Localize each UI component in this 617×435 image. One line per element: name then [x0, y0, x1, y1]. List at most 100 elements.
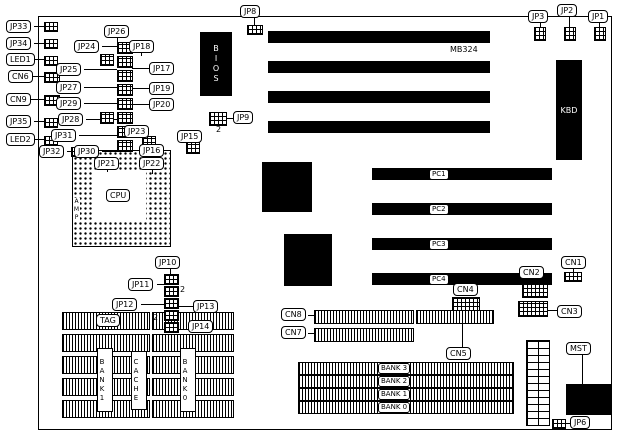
- jumper-block: [117, 56, 133, 68]
- leader-line: [34, 139, 44, 140]
- leader-line: [226, 118, 233, 119]
- leader-line: [67, 151, 71, 152]
- label-jp34: JP34: [6, 37, 32, 50]
- label-bank3: BANK 3: [378, 363, 411, 374]
- board-model: MB324: [450, 45, 478, 54]
- label-jp25: JP25: [56, 63, 82, 76]
- label-jp18: JP18: [129, 40, 155, 53]
- leader-line: [582, 355, 583, 384]
- label-cn5: CN5: [446, 347, 471, 360]
- jumper-jp12: [164, 298, 179, 309]
- label-cn7: CN7: [281, 326, 306, 339]
- jumper-jp13: [164, 310, 179, 321]
- leader-line: [546, 310, 557, 311]
- pin2-marker: 2: [216, 125, 222, 134]
- leader-line: [540, 23, 541, 27]
- jumper-jp1: [594, 27, 606, 41]
- jumper-jp34: [44, 39, 58, 49]
- pci-slot-pc2: [372, 203, 552, 215]
- label-jp21: JP21: [94, 157, 120, 170]
- label-jp13: JP13: [193, 300, 219, 313]
- label-cn1: CN1: [561, 256, 586, 269]
- leader-line: [308, 333, 314, 334]
- label-jp33: JP33: [6, 20, 32, 33]
- label-jp26: JP26: [104, 25, 130, 38]
- pin2-marker: 2: [153, 313, 159, 322]
- leader-line: [254, 18, 255, 25]
- jumper-block: [117, 84, 133, 96]
- pci-slot-pc1: [372, 168, 552, 180]
- leader-line: [462, 323, 463, 347]
- label-tag: TAG: [96, 314, 120, 327]
- label-jp32: JP32: [39, 145, 65, 158]
- label-jp16: JP16: [139, 144, 165, 157]
- connector-cn3: [518, 301, 548, 317]
- label-cache-bank1: BANK1: [97, 348, 113, 412]
- label-jp10: JP10: [155, 256, 181, 269]
- label-jp17: JP17: [149, 62, 175, 75]
- label-jp23: JP23: [124, 125, 150, 138]
- leader-line: [157, 284, 164, 285]
- label-jp15: JP15: [177, 130, 203, 143]
- label-cn9: CN9: [6, 93, 31, 106]
- leader-line: [599, 23, 600, 27]
- leader-line: [564, 423, 570, 424]
- label-jp28: JP28: [58, 113, 84, 126]
- label-jp29: JP29: [56, 97, 82, 110]
- leader-line: [84, 87, 117, 88]
- label-pc2: PC2: [429, 204, 449, 215]
- leader-line: [132, 88, 149, 89]
- jumper-jp6: [552, 419, 566, 429]
- label-jp9: JP9: [233, 111, 254, 124]
- bios-chip: BIOS: [200, 32, 232, 96]
- leader-line: [34, 59, 44, 60]
- label-led2: LED2: [6, 133, 35, 146]
- leader-line: [569, 17, 570, 27]
- label-jp11: JP11: [128, 278, 154, 291]
- leader-line: [117, 38, 118, 42]
- label-jp20: JP20: [149, 98, 175, 111]
- label-cn2: CN2: [519, 266, 544, 279]
- mst-chip: [566, 384, 611, 415]
- leader-line: [132, 68, 149, 69]
- connector-cn6: [44, 72, 60, 83]
- bios-chip-label: BIOS: [211, 44, 221, 84]
- label-pc1: PC1: [429, 169, 449, 180]
- leader-line: [308, 315, 314, 316]
- isa-slot-1: [268, 31, 490, 43]
- jumper-jp11: [164, 286, 179, 297]
- label-pc3: PC3: [429, 239, 449, 250]
- jumper-jp2: [564, 27, 576, 41]
- label-jp3: JP3: [528, 10, 549, 23]
- label-cache-bank0: BANK0: [180, 348, 196, 412]
- jumper-block: [117, 70, 133, 82]
- jumper-jp3: [534, 27, 546, 41]
- jumper-jp10: [164, 274, 179, 285]
- leader-line: [132, 104, 149, 105]
- label-mst: MST: [566, 342, 591, 355]
- label-jp8: JP8: [240, 5, 261, 18]
- label-pc4: PC4: [429, 274, 449, 285]
- isa-slot-3: [268, 91, 490, 103]
- leader-line: [79, 135, 117, 136]
- pin2-marker: 2: [180, 285, 186, 294]
- jumper-block: [117, 140, 133, 152]
- jumper-block: [117, 112, 133, 124]
- label-jp24: JP24: [74, 40, 100, 53]
- label-jp6: JP6: [570, 416, 591, 429]
- leader-line: [34, 121, 44, 122]
- leader-line: [102, 46, 117, 47]
- label-cn6: CN6: [8, 70, 33, 83]
- jumper-jp14: [164, 322, 179, 333]
- label-cn3: CN3: [557, 305, 582, 318]
- kbd-connector: KBD: [556, 60, 582, 160]
- connector-cn5: [416, 310, 494, 324]
- jumper-block: [117, 98, 133, 110]
- leader-line: [34, 26, 44, 27]
- leader-line: [170, 269, 171, 274]
- label-cn8: CN8: [281, 308, 306, 321]
- leader-line: [84, 103, 117, 104]
- leader-line: [84, 69, 117, 70]
- label-bank1: BANK 1: [378, 389, 411, 400]
- chipset-chip-1: [262, 162, 312, 212]
